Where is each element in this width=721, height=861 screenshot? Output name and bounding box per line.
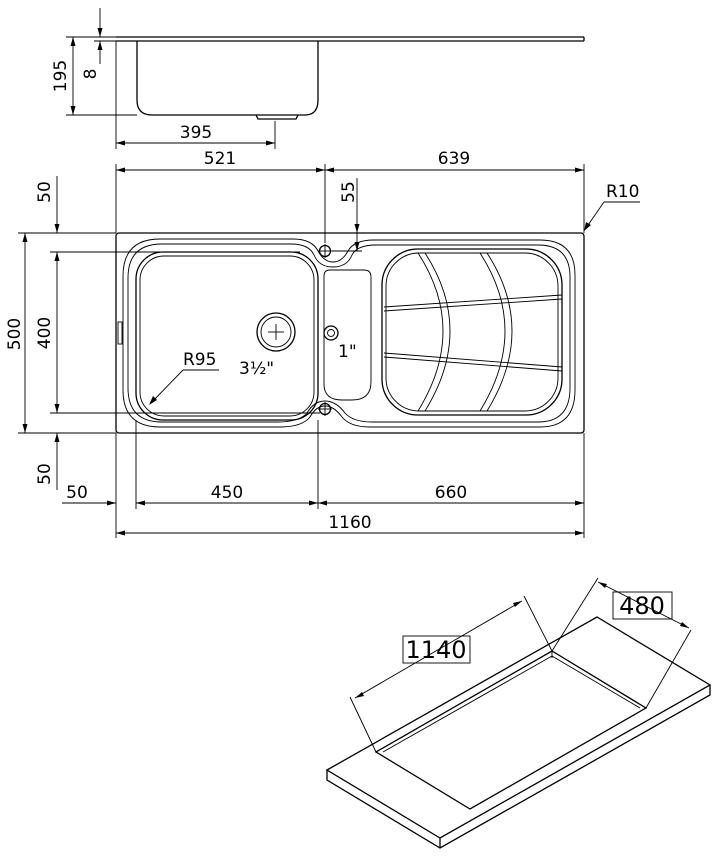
label-bowl-radius: R95 bbox=[183, 350, 216, 370]
dim-cutout-length: 1140 bbox=[405, 636, 466, 664]
dim-side-bowl-width: 395 bbox=[180, 123, 212, 143]
dim-overall-length: 1160 bbox=[328, 513, 371, 533]
dim-left-margin: 50 bbox=[66, 483, 88, 503]
dim-cutout-width: 480 bbox=[619, 592, 665, 620]
sink-rim-contour bbox=[122, 238, 576, 428]
dim-drainer-length: 660 bbox=[435, 483, 467, 503]
drainer bbox=[381, 248, 563, 416]
dim-bowl-depth: 400 bbox=[35, 317, 55, 349]
dim-bowl-length: 450 bbox=[211, 483, 243, 503]
dim-bottom-margin: 50 bbox=[35, 463, 55, 485]
main-waste bbox=[256, 312, 296, 352]
dim-cutout-width-box bbox=[612, 591, 673, 620]
dim-right-part: 639 bbox=[438, 149, 470, 169]
overflow-recess bbox=[323, 269, 372, 401]
dim-top-margin: 50 bbox=[35, 181, 55, 203]
dim-overall-depth: 500 bbox=[5, 318, 25, 350]
dim-side-rim: 8 bbox=[81, 69, 101, 80]
dim-left-part: 521 bbox=[204, 149, 236, 169]
side-bowl-outline bbox=[136, 41, 319, 116]
label-main-waste: 3½" bbox=[239, 359, 274, 379]
label-corner-radius: R10 bbox=[606, 182, 639, 202]
cutout-opening bbox=[374, 650, 648, 810]
side-view: 195 8 395 bbox=[51, 8, 585, 149]
sink-outline bbox=[115, 232, 585, 434]
overflow-waste bbox=[323, 325, 339, 341]
dim-tap-offset: 55 bbox=[339, 181, 359, 203]
top-view: 1" 3½" R95 R10 bbox=[5, 149, 640, 538]
dim-cutout-length-box bbox=[402, 635, 471, 664]
dim-side-height: 195 bbox=[51, 60, 71, 92]
label-overflow-waste: 1" bbox=[338, 342, 357, 362]
cutout-isometric: 1140 480 bbox=[325, 577, 712, 849]
drainer-ribs bbox=[383, 252, 563, 412]
